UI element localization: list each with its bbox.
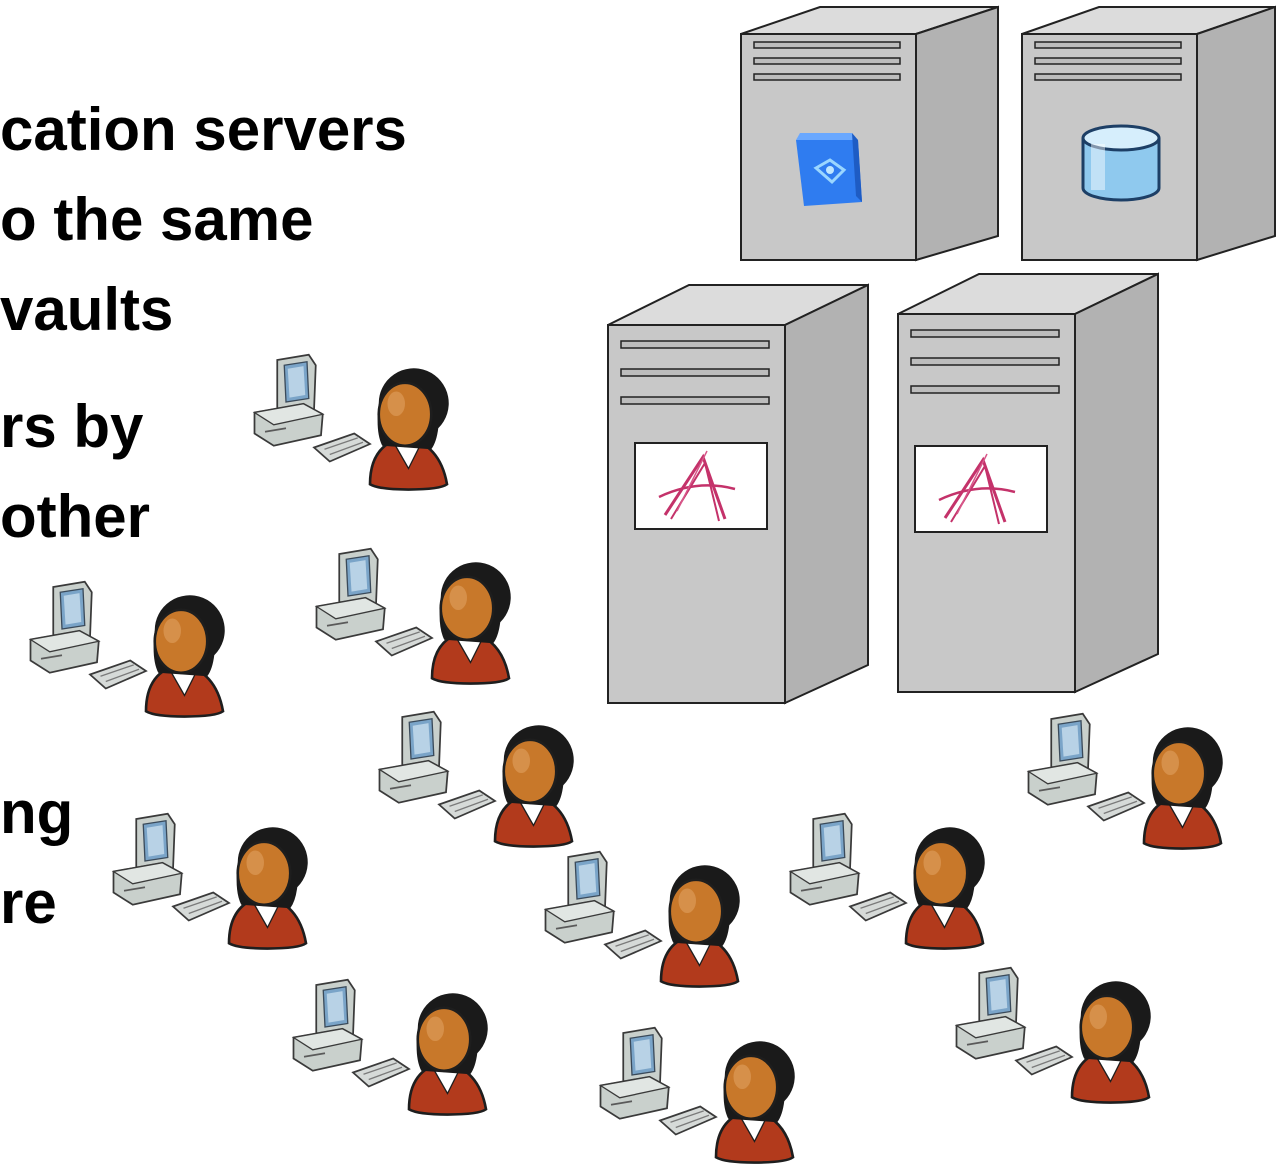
application-server-left	[607, 283, 869, 705]
user-workstation-icon	[253, 353, 451, 491]
drive-bay-lines	[910, 329, 1060, 394]
bullet-text-line-7: re	[0, 869, 57, 936]
application-logo-icon	[914, 445, 1048, 533]
drive-bay-lines	[620, 340, 770, 405]
database-icon	[1081, 124, 1161, 202]
storage-server	[740, 5, 999, 262]
application-server-right	[897, 272, 1159, 694]
user-workstation-icon	[955, 966, 1153, 1104]
user-workstation-icon	[292, 978, 490, 1116]
user-workstation-icon	[378, 710, 576, 848]
drive-bay-lines	[1034, 41, 1182, 81]
user-workstation-icon	[599, 1026, 797, 1164]
user-workstation-icon	[544, 850, 742, 988]
bullet-text-line-6: ng	[0, 779, 74, 846]
user-workstation-icon	[789, 812, 987, 950]
drive-bay-lines	[753, 41, 901, 81]
database-server	[1021, 5, 1276, 262]
bullet-text-line-2: o the same	[0, 186, 314, 253]
user-workstation-icon	[29, 580, 227, 718]
application-logo-icon	[634, 442, 768, 530]
bullet-text-line-5: other	[0, 483, 150, 550]
user-workstation-icon	[315, 547, 513, 685]
user-workstation-icon	[1027, 712, 1225, 850]
cube-vault-icon	[796, 133, 862, 206]
bullet-text-line-1: cation servers	[0, 96, 407, 163]
user-workstation-icon	[112, 812, 310, 950]
bullet-text-line-4: rs by	[0, 393, 144, 460]
bullet-text-line-3: vaults	[0, 276, 174, 343]
